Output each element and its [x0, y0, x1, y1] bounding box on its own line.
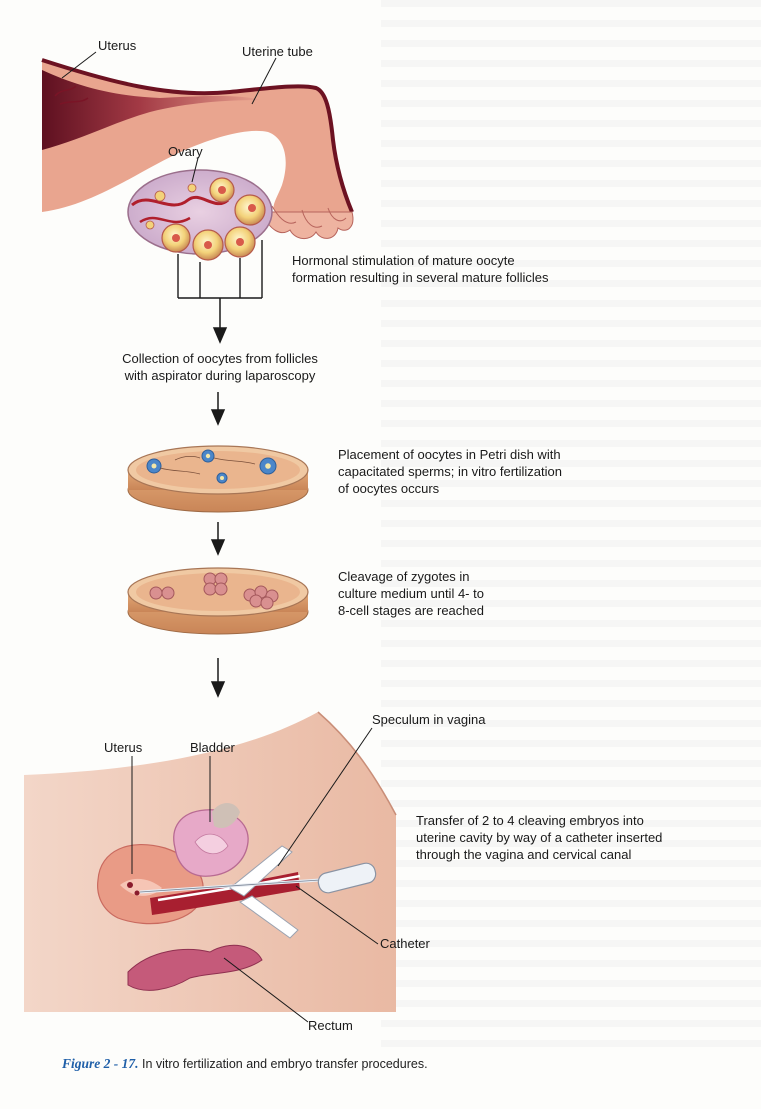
step-in-vitro-fertilization: Placement of oocytes in Petri dish with …: [338, 446, 562, 497]
step-zygote-cleavage: Cleavage of zygotes in culture medium un…: [338, 568, 484, 619]
label-uterine-tube: Uterine tube: [242, 44, 313, 59]
label-ovary: Ovary: [168, 144, 203, 159]
step-embryo-transfer: Transfer of 2 to 4 cleaving embryos into…: [416, 812, 662, 863]
step-line: of oocytes occurs: [338, 481, 440, 496]
figure-caption: Figure 2 - 17. In vitro fertilization an…: [62, 1056, 428, 1072]
step-line: Placement of oocytes in Petri dish with: [338, 447, 561, 462]
page-show-through: [381, 0, 761, 1060]
step-oocyte-collection: Collection of oocytes from follicles wit…: [100, 350, 340, 384]
pelvis-section-drawing: [24, 711, 397, 1012]
step-hormonal-stimulation: Hormonal stimulation of mature oocyte fo…: [292, 252, 549, 286]
step-line: Cleavage of zygotes in: [338, 569, 470, 584]
label-uterus-bottom: Uterus: [104, 740, 143, 755]
petri-dish-fertilization: [127, 445, 309, 513]
step-line: Hormonal stimulation of mature oocyte: [292, 253, 515, 268]
step-line: Collection of oocytes from follicles: [122, 351, 318, 366]
step-line: through the vagina and cervical canal: [416, 847, 632, 862]
label-speculum: Speculum in vagina: [372, 712, 486, 727]
step-line: Transfer of 2 to 4 cleaving embryos into: [416, 813, 644, 828]
uterine-tube-drawing: [41, 58, 354, 239]
step-line: uterine cavity by way of a catheter inse…: [416, 830, 663, 845]
label-catheter: Catheter: [380, 936, 430, 951]
flow-arrows: [210, 298, 228, 698]
label-bladder: Bladder: [190, 740, 235, 755]
figure-caption-text: In vitro fertilization and embryo transf…: [138, 1057, 428, 1071]
label-uterus-top: Uterus: [98, 38, 137, 53]
step-line: with aspirator during laparoscopy: [124, 368, 316, 383]
figure-number: Figure 2 - 17.: [62, 1056, 139, 1071]
step-line: culture medium until 4- to: [338, 586, 484, 601]
ovary-drawing: [127, 169, 273, 261]
collection-bracket: [177, 240, 263, 299]
label-rectum: Rectum: [308, 1018, 353, 1033]
step-line: formation resulting in several mature fo…: [292, 270, 549, 285]
label-leader-lines: [61, 51, 379, 1023]
step-line: 8-cell stages are reached: [338, 603, 484, 618]
step-line: capacitated sperms; in vitro fertilizati…: [338, 464, 562, 479]
petri-dish-cleavage: [127, 567, 309, 635]
